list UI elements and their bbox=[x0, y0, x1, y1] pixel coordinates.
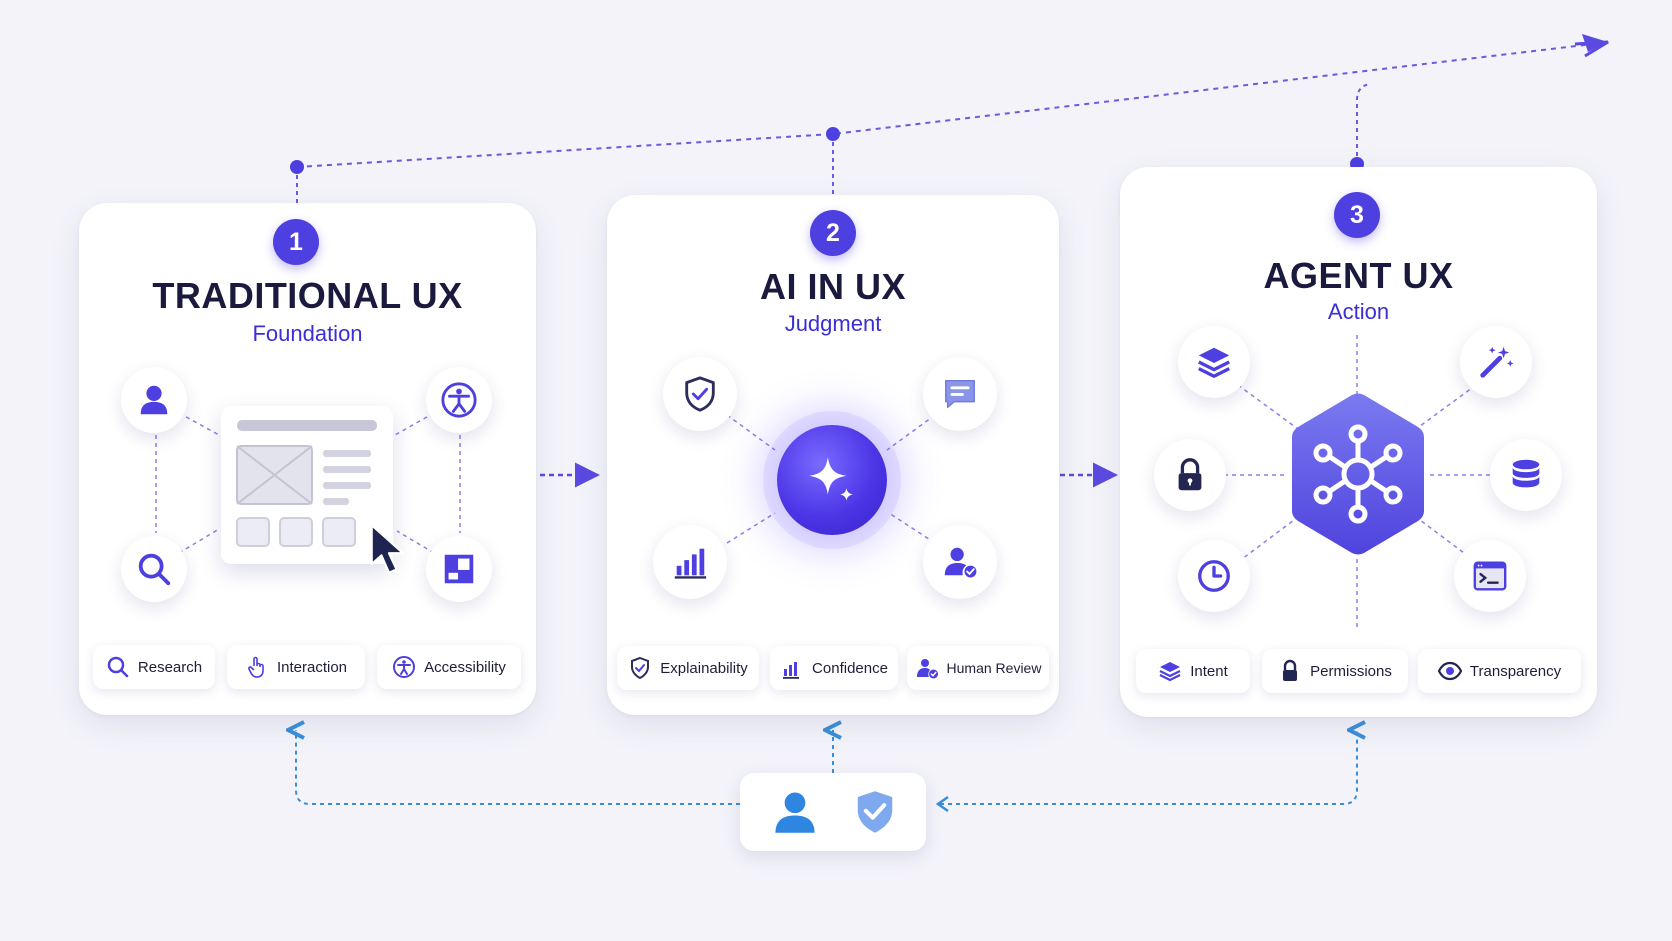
tag-label: Accessibility bbox=[424, 658, 506, 676]
user-icon bbox=[775, 792, 815, 833]
stage-number-badge: 2 bbox=[810, 210, 856, 256]
stage-number-badge: 3 bbox=[1334, 192, 1380, 238]
lock-icon bbox=[1178, 458, 1202, 491]
stage-title: AGENT UX bbox=[1263, 255, 1454, 296]
shield-node bbox=[663, 357, 737, 431]
tag-label: Explainability bbox=[660, 659, 748, 677]
tag-label: Confidence bbox=[812, 659, 888, 677]
clock-icon bbox=[1198, 560, 1230, 592]
user-node bbox=[121, 367, 187, 433]
stage-subtitle: Action bbox=[1327, 299, 1390, 324]
search-icon bbox=[138, 553, 171, 586]
tag-interaction: Interaction bbox=[227, 645, 365, 689]
shield-check-icon bbox=[631, 656, 650, 680]
tag-human-review: Human Review bbox=[907, 646, 1049, 690]
layout-node bbox=[426, 536, 492, 602]
lock-icon bbox=[1283, 659, 1298, 681]
tag-label: Interaction bbox=[276, 658, 348, 676]
terminal-icon bbox=[1473, 561, 1507, 591]
sparkle-icon bbox=[809, 457, 853, 501]
tag-label: Intent bbox=[1190, 662, 1228, 680]
card-connector-lines bbox=[1224, 335, 1492, 629]
stage-title: AI IN UX bbox=[759, 266, 906, 307]
card-connector-lines bbox=[155, 403, 461, 554]
stage-subtitle: Judgment bbox=[784, 311, 882, 336]
accessibility-icon bbox=[441, 382, 477, 418]
human-oversight-box bbox=[740, 773, 926, 851]
tag-label: Research bbox=[137, 658, 203, 676]
tag-confidence: Confidence bbox=[770, 646, 898, 690]
human-review-node bbox=[923, 525, 997, 599]
magic-wand-node bbox=[1460, 326, 1532, 398]
user-check-icon bbox=[944, 547, 978, 579]
clock-node bbox=[1178, 540, 1250, 612]
progression-line bbox=[296, 41, 1611, 168]
bar-chart-node bbox=[653, 525, 727, 599]
shield-check-icon bbox=[857, 791, 893, 833]
layers-icon bbox=[1198, 347, 1230, 378]
tag-accessibility: Accessibility bbox=[377, 645, 521, 689]
database-icon bbox=[1512, 459, 1540, 488]
user-check-icon bbox=[916, 659, 938, 679]
layers-node bbox=[1178, 326, 1250, 398]
eye-icon bbox=[1437, 661, 1462, 681]
tag-label: Human Review bbox=[946, 660, 1042, 676]
database-node bbox=[1490, 439, 1562, 511]
tag-label: Transparency bbox=[1469, 662, 1562, 680]
stage-title: TRADITIONAL UX bbox=[152, 275, 463, 316]
stage-number-badge: 1 bbox=[273, 219, 319, 265]
tag-intent: Intent bbox=[1136, 649, 1250, 693]
terminal-node bbox=[1454, 540, 1526, 612]
pointer-hand-icon bbox=[248, 656, 264, 678]
layout-grid-icon bbox=[444, 554, 474, 584]
tag-transparency: Transparency bbox=[1418, 649, 1581, 693]
magic-wand-icon bbox=[1480, 346, 1514, 378]
mouse-cursor-icon bbox=[370, 524, 405, 574]
search-icon bbox=[107, 656, 129, 678]
message-node bbox=[923, 357, 997, 431]
stage-subtitle: Foundation bbox=[252, 321, 363, 346]
tag-research: Research bbox=[93, 645, 215, 689]
message-icon bbox=[945, 379, 975, 409]
stage-card-traditional-ux: 1 TRADITIONAL UX Foundation bbox=[79, 203, 536, 715]
agent-hub-hexagon bbox=[1292, 393, 1424, 555]
accessibility-icon bbox=[393, 656, 416, 678]
shield-check-icon bbox=[685, 376, 715, 412]
tag-explainability: Explainability bbox=[617, 646, 759, 690]
user-icon bbox=[140, 385, 168, 415]
search-node bbox=[121, 536, 187, 602]
bar-chart-icon bbox=[674, 548, 707, 579]
lock-node bbox=[1154, 439, 1226, 511]
ai-sparkle-orb bbox=[777, 425, 887, 535]
bar-chart-icon bbox=[783, 662, 800, 679]
wireframe-window-illustration bbox=[221, 406, 393, 564]
stage-card-agent-ux: 3 AGENT UX Action bbox=[1120, 167, 1597, 717]
layers-icon bbox=[1159, 662, 1181, 682]
tag-label: Permissions bbox=[1310, 662, 1392, 680]
network-hub-icon bbox=[1313, 424, 1403, 524]
stage-card-ai-in-ux: 2 AI IN UX Judgment Explainability Confi… bbox=[607, 195, 1059, 715]
tag-permissions: Permissions bbox=[1262, 649, 1408, 693]
accessibility-node bbox=[426, 367, 492, 433]
card-connector-lines bbox=[726, 414, 936, 544]
